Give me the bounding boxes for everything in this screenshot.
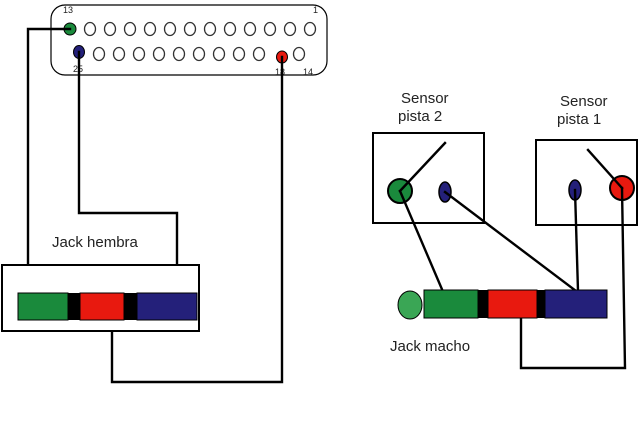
db25-pin xyxy=(152,46,166,62)
jack-macho-black-ring-1 xyxy=(478,290,488,318)
db25-connector-body xyxy=(50,4,328,76)
jack-macho-tip xyxy=(397,290,423,320)
db25-pin xyxy=(112,46,126,62)
jack-hembra-red-segment xyxy=(79,292,125,321)
db25-pin xyxy=(212,46,226,62)
db25-pin xyxy=(223,21,237,37)
db25-pin xyxy=(283,21,297,37)
db25-pin xyxy=(303,21,317,37)
pin-label-13: 13 xyxy=(63,5,73,15)
db25-pin xyxy=(192,46,206,62)
pin-label-14: 14 xyxy=(303,67,313,77)
jack-hembra-black-ring-2 xyxy=(124,293,137,320)
wire-sensor1-navy-to-plug xyxy=(573,188,580,293)
db25-pin xyxy=(292,46,306,62)
wire-pin25-to-navy xyxy=(77,50,179,295)
jack-hembra-label: Jack hembra xyxy=(52,234,139,251)
db25-pin xyxy=(143,21,157,37)
db25-pin xyxy=(163,21,177,37)
db25-pin xyxy=(83,21,97,37)
sensor-pista-2-label-line1: Sensor xyxy=(401,90,449,107)
pin-label-1: 1 xyxy=(313,5,318,15)
wire-sensor1-red-to-plug xyxy=(519,186,627,370)
jack-macho-green-segment xyxy=(423,289,479,319)
db25-pin xyxy=(123,21,137,37)
db25-pin xyxy=(232,46,246,62)
db25-pin xyxy=(103,21,117,37)
db25-pin xyxy=(252,46,266,62)
sensor-pista-1-label-line2: pista 1 xyxy=(557,111,601,128)
wire-sensor2-switch xyxy=(398,141,447,193)
db25-pin xyxy=(132,46,146,62)
wire-sensor2-navy-to-plug xyxy=(443,190,578,293)
jack-hembra-navy-segment xyxy=(136,292,198,321)
wire-pin13-to-green xyxy=(26,27,72,295)
db25-pins xyxy=(83,21,317,62)
wire-sensor1-switch xyxy=(586,148,624,190)
db25-pin xyxy=(183,21,197,37)
jack-macho-label: Jack macho xyxy=(390,338,470,355)
sensor-pista-1-label-line1: Sensor xyxy=(560,93,608,110)
sensor-pista-2-label-line2: pista 2 xyxy=(398,108,442,125)
db25-pin xyxy=(203,21,217,37)
jack-hembra-black-ring-1 xyxy=(68,293,80,320)
db25-pin xyxy=(263,21,277,37)
db25-pin xyxy=(243,21,257,37)
pin-label-18: 18 xyxy=(275,67,285,77)
db25-pin xyxy=(92,46,106,62)
jack-macho-red-segment xyxy=(487,289,538,319)
wire-sensor2-green-to-plug xyxy=(398,189,446,296)
jack-macho-navy-segment xyxy=(544,289,608,319)
db25-pin xyxy=(172,46,186,62)
jack-macho-black-ring-2 xyxy=(537,290,545,318)
jack-hembra-green-segment xyxy=(17,292,69,321)
wire-pin18-to-red xyxy=(110,55,284,384)
